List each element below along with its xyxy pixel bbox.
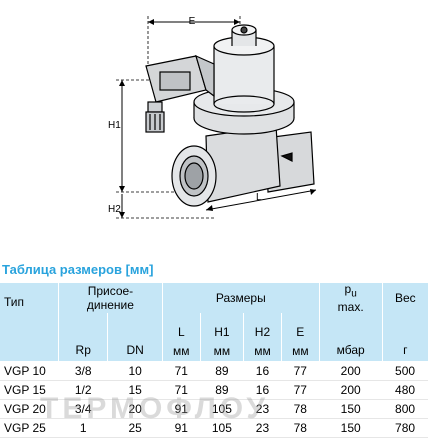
header-pu-sub: u (351, 288, 357, 300)
dim-h2-label: H2 (108, 204, 121, 215)
cell-e: 78 (281, 399, 320, 419)
table-row: VGP 20 3/4 20 91 105 23 78 150 800 (0, 399, 428, 419)
watermark: ТЕРМОФЛОУ (40, 392, 270, 425)
sub-e: E (281, 313, 320, 341)
unit-h1: мм (200, 341, 245, 362)
header-dimensions: Размеры (162, 283, 320, 313)
cell-pu: 200 (319, 380, 383, 400)
cell-rp: 1 (58, 418, 108, 438)
header-weight: Вес (394, 291, 416, 305)
dimensions-table: Тип Присое- динение Размеры pu max. Вес … (0, 283, 428, 438)
cell-e: 78 (281, 418, 320, 438)
table-row: VGP 25 1 25 91 105 23 78 150 780 (0, 418, 428, 438)
table-row: VGP 10 3/8 10 71 89 16 77 200 500 (0, 361, 428, 381)
unit-e: мм (281, 341, 320, 362)
cell-h1: 89 (200, 380, 244, 400)
header-type: Тип (0, 283, 59, 362)
unit-h2: мм (243, 341, 282, 362)
sub-l: L (162, 313, 201, 341)
sub-h2: H2 (243, 313, 282, 341)
cell-h2: 23 (243, 418, 282, 438)
dim-e-label: E (189, 16, 196, 27)
table-title: Таблица размеров [мм] (2, 262, 154, 277)
header-pu: pu max. (319, 282, 383, 314)
cell-l: 91 (162, 418, 201, 438)
sub-mbar: мбар (319, 313, 383, 362)
cell-e: 77 (281, 380, 320, 400)
cell-h1: 89 (200, 361, 244, 381)
cell-h1: 105 (200, 418, 244, 438)
cell-dn: 25 (107, 418, 163, 438)
sub-rp: Rp (58, 313, 109, 362)
cell-dn: 10 (107, 361, 163, 381)
cell-e: 77 (281, 361, 320, 381)
sub-h1: H1 (200, 313, 245, 341)
header-pu-max: max. (337, 299, 364, 314)
dim-h1-label: H1 (108, 120, 121, 131)
cell-weight: 800 (382, 399, 428, 419)
cell-dn: 15 (107, 380, 163, 400)
header-pu-main: p (344, 282, 352, 297)
cell-pu: 150 (319, 418, 383, 438)
cell-l: 71 (162, 361, 201, 381)
cell-type: VGP 10 (0, 361, 59, 381)
cell-pu: 200 (319, 361, 383, 381)
cell-weight: 480 (382, 380, 428, 400)
valve-drawing: E H1 H2 L (108, 16, 317, 219)
cell-type: VGP 25 (0, 418, 59, 438)
cell-pu: 150 (319, 399, 383, 419)
dim-l-label: L (256, 192, 262, 203)
cell-rp: 3/8 (58, 361, 108, 381)
sub-dn: DN (107, 313, 163, 362)
cell-h2: 16 (243, 361, 282, 381)
cell-weight: 780 (382, 418, 428, 438)
sub-g: г (403, 343, 408, 357)
header-connection: Присое- динение (58, 283, 163, 313)
unit-l: мм (162, 341, 201, 362)
header-connection-label: Присое- динение (86, 284, 134, 312)
cell-type: VGP 20 (0, 399, 59, 419)
cell-weight: 500 (382, 361, 428, 381)
valve-body (145, 24, 315, 207)
